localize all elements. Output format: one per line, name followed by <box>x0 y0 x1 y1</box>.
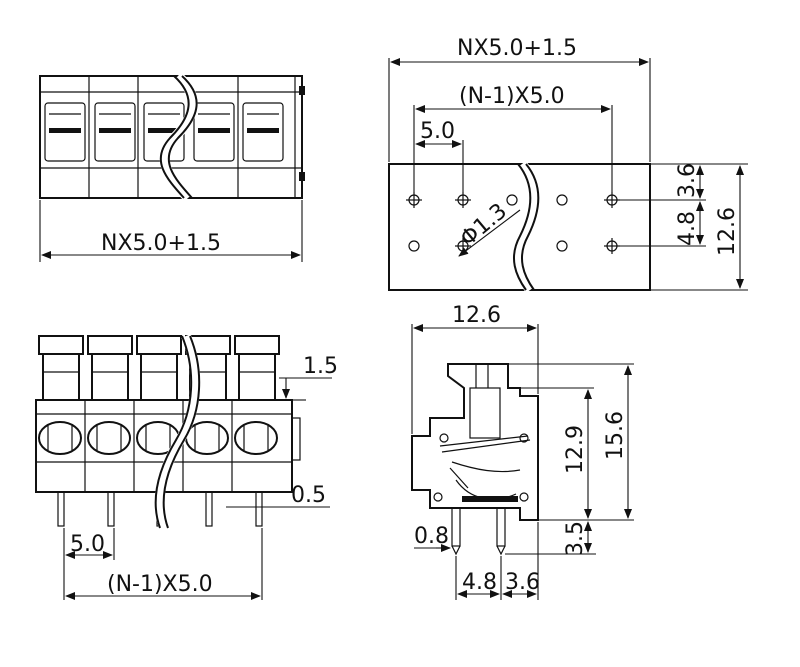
front-pin-label: 0.5 <box>291 483 326 508</box>
pcb-span-label: (N-1)X5.0 <box>459 84 565 109</box>
pcb-row-offset-label: 3.6 <box>675 163 700 198</box>
pcb-layout: NX5.0+1.5 (N-1)X5.0 5.0 Φ1.3 3.6 4.8 12.… <box>388 36 748 293</box>
side-total-height-label: 15.6 <box>603 411 628 460</box>
top-view-width-label: NX5.0+1.5 <box>101 231 221 256</box>
break-line <box>512 160 540 293</box>
wire-entry-holes <box>38 421 278 455</box>
pcb-hole-label: Φ1.3 <box>456 199 512 252</box>
break-line <box>154 334 201 530</box>
front-view-buttons <box>38 335 280 401</box>
front-button-label: 1.5 <box>303 354 338 379</box>
pcb-width-label: NX5.0+1.5 <box>457 36 577 61</box>
pcb-depth-label: 12.6 <box>715 207 740 256</box>
top-view-housing <box>39 75 303 199</box>
pcb-row-spacing-label: 4.8 <box>675 211 700 246</box>
break-line <box>159 72 198 202</box>
side-depth-label: 12.6 <box>452 303 501 328</box>
side-pin-offset-label: 3.6 <box>505 570 540 595</box>
side-body-height-label: 12.9 <box>563 425 588 474</box>
side-pin-width-label: 0.8 <box>414 524 449 549</box>
side-pin-length-label: 3.5 <box>563 521 588 556</box>
pcb-holes <box>406 192 620 254</box>
side-pin-spacing-label: 4.8 <box>462 570 497 595</box>
side-view: 12.6 15.6 12.9 3.5 0.8 4.8 3.6 <box>411 303 634 600</box>
front-span-label: (N-1)X5.0 <box>107 572 213 597</box>
front-view: 1.5 0.5 5.0 (N-1)X5.0 <box>35 334 338 600</box>
front-pitch-label: 5.0 <box>70 532 105 557</box>
top-view: NX5.0+1.5 <box>39 72 305 262</box>
pcb-pitch-label: 5.0 <box>420 119 455 144</box>
side-view-pins <box>451 507 506 556</box>
pcb-outline <box>388 163 651 291</box>
